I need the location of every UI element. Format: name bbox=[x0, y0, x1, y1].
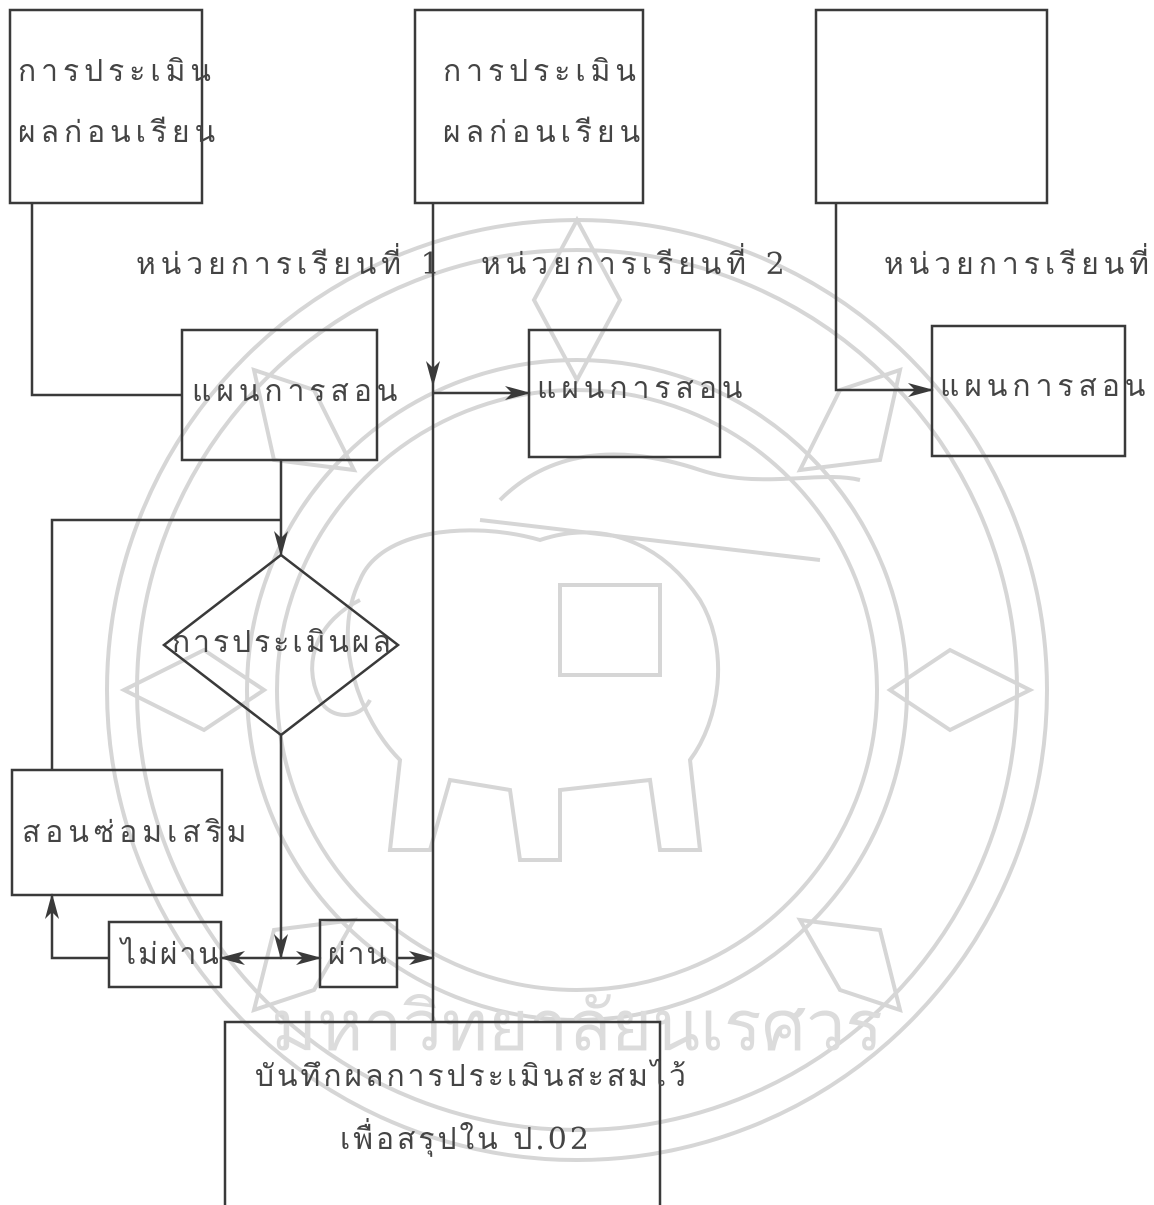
unit1-pre-assessment-box bbox=[8, 8, 204, 205]
unit2-pre-assessment-line1: การประเมิน bbox=[443, 54, 641, 89]
unit2-teaching-plan-text: แผนการสอน bbox=[537, 371, 748, 406]
unit2-label: หน่วยการเรียนที่ 2 bbox=[481, 247, 790, 282]
unit1-label: หน่วยการเรียนที่ 1 bbox=[136, 247, 445, 282]
evaluation-text: การประเมินผล bbox=[172, 625, 394, 660]
unit2-pre-assessment-box bbox=[413, 8, 645, 205]
unit3-pre-assessment-box bbox=[814, 8, 1049, 205]
pass-text: ผ่าน bbox=[328, 937, 389, 972]
remedial-box bbox=[10, 768, 224, 897]
unit1-teaching-plan-text: แผนการสอน bbox=[192, 374, 403, 409]
record-box bbox=[223, 1020, 662, 1205]
record-text-line2: เพื่อสรุปใน ป.02 bbox=[340, 1122, 592, 1157]
record-text-line1: บันทึกผลการประเมินสะสมไว้ bbox=[255, 1059, 689, 1094]
unit1-pre-assessment-line2: ผลก่อนเรียน bbox=[18, 115, 221, 150]
remedial-text: สอนซ่อมเสริม bbox=[22, 815, 252, 850]
unit3-label: หน่วยการเรียนที่.. bbox=[884, 247, 1154, 282]
svg-text:มหาวิทยาลัยนเรศวร: มหาวิทยาลัยนเรศวร bbox=[271, 985, 883, 1067]
fail-text: ไม่ผ่าน bbox=[121, 937, 221, 972]
unit2-pre-assessment-line2: ผลก่อนเรียน bbox=[443, 115, 646, 150]
unit1-pre-assessment-line1: การประเมิน bbox=[18, 54, 216, 89]
unit3-teaching-plan-text: แผนการสอน bbox=[940, 369, 1151, 404]
